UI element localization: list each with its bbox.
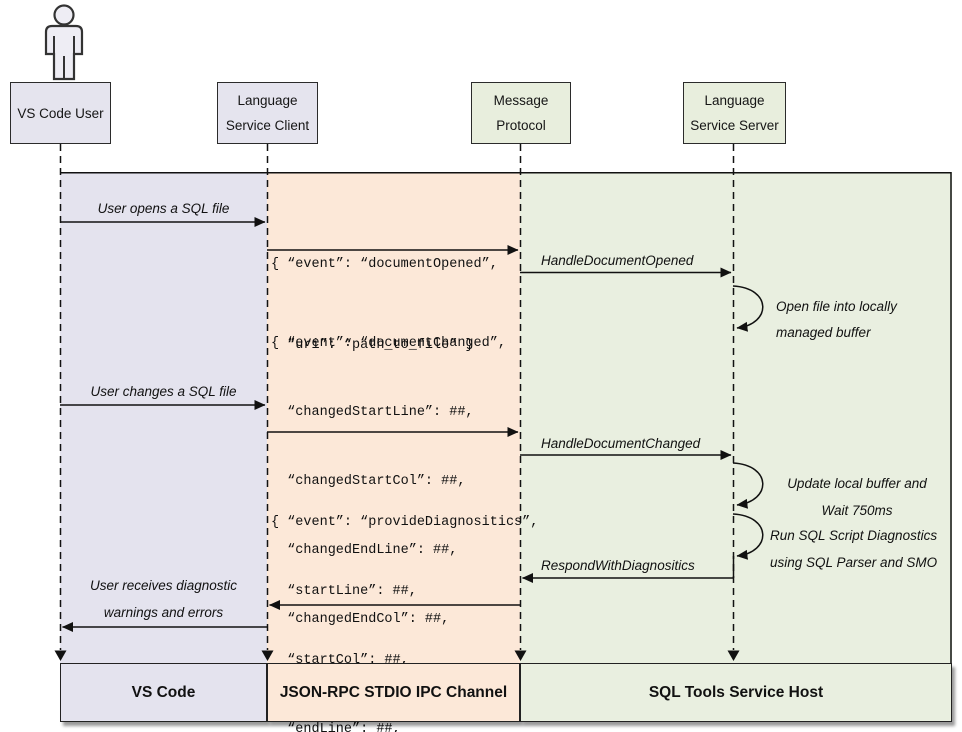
lifeline-end-arrows (54, 650, 740, 661)
annotation-line: Run SQL Script Diagnostics (770, 528, 938, 543)
loop-update-buffer (732, 462, 764, 509)
payload-line: “changedEndLine”: ##, (271, 543, 458, 558)
lane-vscode (60, 172, 267, 722)
annotation-run-diagnostics: Run SQL Script Diagnostics using SQL Par… (770, 522, 937, 576)
footer-box-json-rpc-channel: JSON-RPC STDIO IPC Channel (267, 663, 520, 722)
actor-label: Service Client (225, 118, 310, 133)
payload-line: “changedEndCol”: ##, (271, 612, 450, 627)
actor-label: Language (237, 93, 298, 108)
footer-box-sql-tools-host: SQL Tools Service Host (520, 663, 952, 722)
loop-run-diagnostics (732, 513, 764, 560)
payload-line: { “event”: “documentChanged”, (271, 336, 506, 351)
actor-box-language-service-client: Language Service Client (217, 82, 318, 144)
annotation-line: Update local buffer and (787, 476, 927, 491)
annotation-line: Wait 750ms (821, 503, 893, 518)
actor-label: VS Code User (17, 105, 104, 121)
payload-line: { “event”: “provideDiagnositics”, (271, 515, 539, 530)
actor-label: Protocol (496, 118, 546, 133)
payload-line: “startLine”: ##, (271, 584, 417, 599)
label-handle-document-opened: HandleDocumentOpened (541, 253, 694, 268)
annotation-line: using SQL Parser and SMO (770, 555, 938, 570)
actor-label: Service Server (690, 118, 779, 133)
label-line: User receives diagnostic (89, 578, 238, 593)
annotation-line: Open file into locally (776, 299, 897, 314)
annotation-open-buffer: Open file into locally managed buffer (776, 294, 897, 346)
footer-label: SQL Tools Service Host (648, 683, 824, 701)
payload-line: { “event”: “documentOpened”, (271, 257, 498, 272)
payload-line: “changedStartCol”: ##, (271, 474, 466, 489)
label-respond-with-diagnostics: RespondWithDiagnositics (541, 558, 695, 573)
actor-box-language-service-server: Language Service Server (683, 82, 786, 144)
user-actor-icon (44, 4, 84, 81)
payload-line: “changedStartLine”: ##, (271, 405, 474, 420)
footer-box-vscode: VS Code (60, 663, 267, 722)
lane-sql-tools-host (520, 172, 952, 722)
actor-box-message-protocol: Message Protocol (471, 82, 571, 144)
footer-label: JSON-RPC STDIO IPC Channel (279, 683, 508, 701)
label-line: warnings and errors (103, 605, 224, 620)
annotation-line: managed buffer (776, 325, 871, 340)
actor-label: Language (704, 93, 765, 108)
label-user-changes-sql-file: User changes a SQL file (90, 384, 237, 399)
footer-label: VS Code (131, 683, 196, 701)
label-handle-document-changed: HandleDocumentChanged (541, 436, 701, 451)
actor-box-vscode-user: VS Code User (10, 82, 111, 144)
actor-label: Message (493, 93, 549, 108)
payload-line: “endLine”: ##, (271, 722, 401, 732)
payload-document-opened: { “event”: “documentOpened”, “uri”: “pat… (271, 197, 498, 413)
label-user-receives-diagnostics: User receives diagnostic warnings and er… (60, 572, 267, 626)
label-user-opens-sql-file: User opens a SQL file (97, 201, 230, 216)
loop-open-buffer (732, 285, 764, 332)
lane-json-rpc-channel (267, 172, 520, 722)
payload-line: “uri”: “path_to_file” } (271, 338, 474, 353)
annotation-update-buffer: Update local buffer and Wait 750ms (766, 470, 948, 524)
